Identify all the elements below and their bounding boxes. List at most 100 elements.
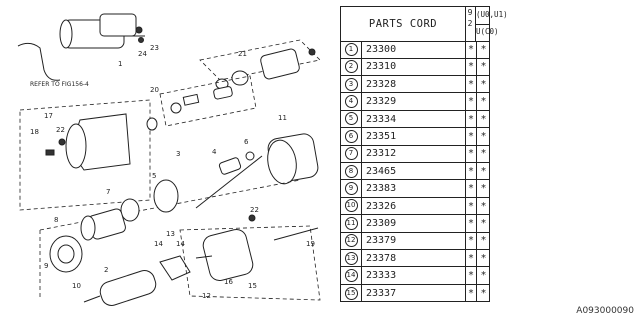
part-code: 23329 — [366, 96, 397, 108]
part-code: 23465 — [366, 165, 397, 177]
applicability-uc0: * — [476, 267, 490, 284]
applicability-uc0: * — [476, 215, 490, 232]
row-number: 9 — [341, 180, 362, 197]
callout-16: 16 — [224, 278, 233, 286]
applicability-u0-u1: * — [465, 162, 476, 180]
applicability-u0-u1: * — [465, 267, 476, 284]
applicability-u0-u1: * — [465, 41, 476, 58]
armature-group — [49, 235, 157, 306]
table-header: PARTS CORD 9 2 (U0,U1) U(C0) — [341, 7, 508, 42]
row-number: 1 — [341, 41, 362, 58]
callout-5: 5 — [152, 172, 156, 180]
applicability-u0-u1: * — [465, 249, 476, 267]
row-number: 11 — [341, 215, 362, 232]
callout-3: 3 — [176, 150, 180, 158]
part-code: 23378 — [366, 252, 397, 264]
callout-14a: 14 — [154, 240, 163, 248]
part-code: 23328 — [366, 78, 397, 90]
applicability-uc0: * — [476, 128, 490, 145]
table-row: 4 23329 ** — [341, 93, 489, 111]
part-code: 23351 — [366, 131, 397, 142]
callout-14b: 14 — [176, 240, 185, 248]
yoke — [267, 133, 319, 185]
row-number: 6 — [341, 128, 362, 145]
applicability-u0-u1: * — [465, 145, 476, 162]
table-row: 10 23326 ** — [341, 197, 490, 216]
row-number: 13 — [341, 249, 362, 267]
table-row: 13 23378 ** — [341, 249, 490, 268]
callout-12: 12 — [202, 292, 211, 300]
row-number: 3 — [341, 75, 362, 93]
part-code: 23309 — [366, 218, 397, 229]
row-number: 10 — [341, 197, 362, 215]
table-row: 5 23334 ** — [341, 110, 490, 129]
part-code: 23310 — [366, 61, 397, 73]
part-code: 23326 — [366, 200, 397, 212]
callout-22b: 22 — [250, 206, 259, 214]
applicability-u0-u1: * — [465, 215, 476, 232]
part-code: 23383 — [366, 183, 397, 195]
reference-note: REFER TO FIG156-4 — [30, 81, 89, 88]
applicability-uc0: * — [476, 284, 490, 303]
applicability-u0-u1: * — [465, 284, 476, 303]
drive-housing — [19, 99, 158, 211]
callout-10: 10 — [72, 282, 81, 290]
callout-2: 2 — [104, 266, 108, 274]
year-label: 9 2 — [465, 7, 476, 41]
callout-7: 7 — [106, 188, 110, 196]
applicability-u0-u1: * — [465, 180, 476, 197]
callout-11: 11 — [278, 114, 287, 122]
table-row: 11 23309 ** — [341, 215, 489, 233]
callout-19: 19 — [306, 240, 315, 248]
applicability-u0-u1: * — [465, 128, 476, 145]
table-row: 15 23337 ** — [341, 284, 490, 303]
part-code: 23334 — [366, 113, 397, 125]
row-number: 2 — [341, 58, 362, 75]
overrunning-clutch — [80, 198, 140, 241]
applicability-u0-u1: * — [465, 58, 476, 75]
callout-6: 6 — [244, 138, 249, 146]
column-header-u0-u1: (U0,U1) — [476, 7, 508, 25]
part-code: 23333 — [366, 270, 397, 282]
row-number: 5 — [341, 110, 362, 128]
part-code: 23312 — [366, 148, 397, 160]
part-code: 23379 — [366, 235, 397, 247]
applicability-u0-u1: * — [465, 197, 476, 215]
callout-9: 9 — [44, 262, 48, 270]
callout-21: 21 — [238, 50, 247, 58]
applicability-uc0: * — [476, 180, 490, 197]
applicability-uc0: * — [476, 145, 490, 162]
parts-cord-heading: PARTS CORD — [341, 7, 466, 41]
table-row: 6 23351 ** — [341, 128, 489, 146]
callout-23: 23 — [150, 44, 159, 52]
row-number: 4 — [341, 93, 362, 110]
callout-24: 24 — [138, 50, 147, 58]
callout-8: 8 — [54, 216, 58, 224]
starter-assembly-top — [17, 13, 145, 81]
applicability-uc0: * — [476, 249, 490, 267]
callout-18: 18 — [30, 128, 39, 136]
part-code: 23337 — [366, 287, 397, 299]
applicability-uc0: * — [476, 197, 490, 215]
row-number: 15 — [341, 284, 362, 303]
callout-13: 13 — [166, 230, 175, 238]
part-code: 23300 — [366, 44, 397, 55]
callout-4: 4 — [212, 148, 217, 156]
solenoid-group — [199, 39, 321, 90]
row-number: 12 — [341, 232, 362, 249]
callout-17: 17 — [44, 112, 53, 120]
lever-group — [159, 75, 257, 127]
row-number: 7 — [341, 145, 362, 162]
table-row: 7 23312 ** — [341, 145, 489, 163]
applicability-u0-u1: * — [465, 93, 476, 110]
applicability-uc0: * — [476, 93, 490, 110]
applicability-uc0: * — [476, 162, 490, 180]
callout-22a: 22 — [56, 126, 65, 134]
applicability-u0-u1: * — [465, 110, 476, 128]
applicability-uc0: * — [476, 110, 490, 128]
callout-15: 15 — [248, 282, 257, 290]
